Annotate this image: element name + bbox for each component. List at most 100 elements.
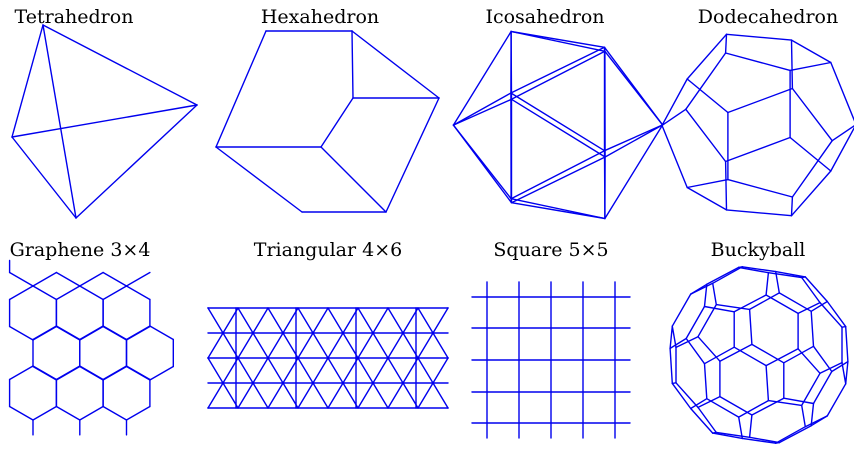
edge-line [11,136,77,219]
edge-line [671,325,677,349]
edge-line [686,186,728,211]
edge-line [712,282,717,306]
edge-line [783,345,815,364]
edge-line [320,146,387,213]
lattice-edge [149,365,175,381]
lattice-edge [32,285,58,301]
edge-line [215,30,267,148]
edge-line [510,50,606,101]
edge-line [741,266,777,273]
edge-line [697,406,717,434]
lattice-edge [432,307,449,334]
lattice-edge [372,332,389,359]
lattice-edge [207,332,224,359]
edge-line [790,196,794,217]
edge-line [826,383,847,417]
edge-line [604,50,664,126]
edge-line [804,415,828,428]
edge-line [510,92,606,152]
lattice-edge [312,357,329,384]
edge-line [845,325,849,363]
lattice-edge [32,271,58,287]
label-tetrahedron: Tetrahedron [15,6,134,28]
label-graphene: Graphene 3×4 [10,239,151,261]
lattice-edge [125,271,151,287]
edge-line [801,276,821,304]
edge-line [775,270,780,294]
edge-line [801,372,821,407]
lattice-edge [125,405,151,421]
edge-line [452,30,512,126]
lattice-edge [102,405,128,421]
lattice-edge [267,332,284,359]
edge-line [690,407,714,434]
lattice-edge [79,325,104,341]
lattice-edge [387,332,404,359]
lattice-edge [237,357,254,384]
label-dodecahedron: Dodecahedron [698,6,838,28]
edge-line [845,360,849,385]
edge-line [775,270,806,278]
lattice-edge [432,332,449,359]
edge-line [727,178,794,198]
edge-line [748,292,780,311]
edge-line [42,24,198,106]
lattice-edge [207,357,224,384]
lattice-edge [267,357,284,384]
lattice-edge [125,365,151,381]
edge-line [697,395,721,409]
edge-line [669,325,673,350]
lattice-edge [149,325,175,341]
lattice-edge [237,332,254,359]
edge-line [671,382,677,385]
edge-line [510,46,606,94]
edge-line [791,139,833,198]
edge-line [685,305,706,340]
edge-line [797,301,821,315]
edge-line [712,266,743,284]
lattice-edge [207,307,224,334]
edge-line [738,416,743,440]
edge-line [42,24,77,219]
lattice-edge [372,307,389,334]
edge-line [778,292,812,312]
lattice-edge [102,365,128,381]
edge-line [724,52,791,72]
label-triangular: Triangular 4×6 [254,239,402,261]
edge-line [775,426,806,444]
lattice-edge [387,307,404,334]
edge-line [686,178,729,189]
edge-line [706,266,740,285]
edge-line [791,87,833,142]
edge-line [11,24,44,138]
lattice-edge [237,382,254,409]
buckyball-wireframe [669,266,849,444]
edge-line [819,361,843,374]
edge-line [801,404,806,428]
edge-line [669,337,687,350]
label-buckyball: Buckyball [711,239,806,261]
lattice-edge [32,325,58,341]
lattice-edge [237,307,254,334]
lattice-edge [417,382,434,409]
triangular-lattice [207,307,449,409]
edge-line [510,149,606,200]
edge-line [765,364,770,402]
icosahedron-wireframe [452,30,664,220]
lattice-edge [357,357,374,384]
edge-line [697,303,717,338]
lattice-edge [357,382,374,409]
square-lattice [471,281,631,439]
edge-line [830,61,854,122]
lattice-edge [417,332,434,359]
lattice-edge [252,307,269,334]
edge-line [604,124,664,158]
edge-line [510,98,606,158]
edge-line [790,170,832,217]
edge-line [830,126,854,172]
edge-line [712,432,743,440]
edge-line [671,382,692,410]
lattice-edge [327,332,344,359]
edge-line [748,308,753,346]
